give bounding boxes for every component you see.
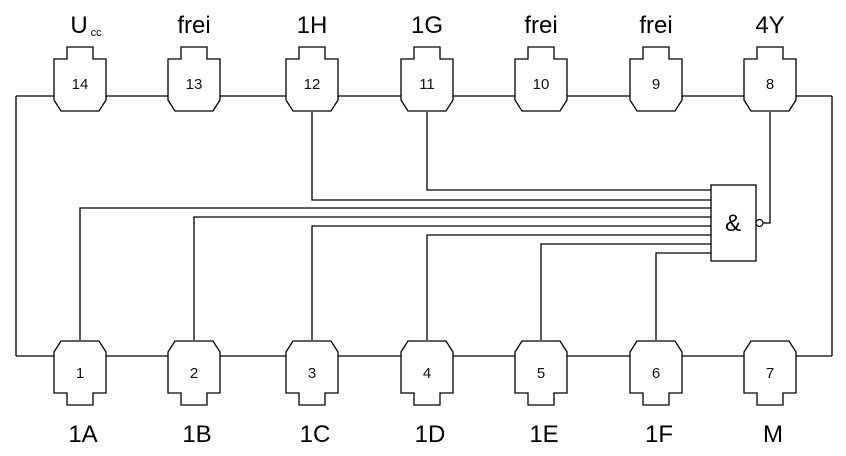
pin-12-label: 1H (297, 12, 328, 39)
bottom-pin-row: 1 1A 2 1B 3 1C 4 1D 5 1E 6 1F (53, 340, 797, 448)
pin-11-number: 11 (419, 76, 435, 93)
pin-6-body (629, 340, 683, 406)
pin-9: 9 frei (629, 12, 683, 112)
pin-10: 10 frei (514, 12, 568, 112)
wire-pin6-to-gate (655, 252, 711, 340)
pin-3: 3 1C (285, 340, 339, 448)
pin-9-body (629, 46, 683, 112)
pin-9-number: 9 (652, 76, 660, 93)
pin-14-label-subscript: cc (91, 27, 103, 39)
pin-12-body (285, 46, 339, 112)
pin-5-number: 5 (537, 365, 545, 382)
pin-3-label: 1C (300, 421, 331, 448)
pin-8-number: 8 (766, 76, 774, 93)
pin-4: 4 1D (400, 340, 454, 448)
inverter-bubble (755, 218, 764, 228)
wire-gate-output-to-pin8 (762, 112, 771, 224)
pin-9-label: frei (639, 12, 672, 39)
pin-7-number: 7 (766, 365, 774, 382)
pin-7: 7 M (743, 340, 797, 448)
pin-14-number: 14 (72, 76, 89, 93)
pin-3-number: 3 (308, 365, 316, 382)
pin-14-label-main: U (70, 12, 87, 39)
pin-8: 8 4Y (743, 12, 797, 112)
wire-pin12-to-gate (311, 112, 711, 201)
wire-pin2-to-gate (193, 216, 711, 340)
nand-gate: & (710, 184, 764, 262)
pin-13-label: frei (177, 12, 210, 39)
pin-1-label: 1A (68, 421, 97, 448)
pin-12: 12 1H (285, 12, 339, 112)
pin-10-label: frei (524, 12, 557, 39)
pin-1-number: 1 (76, 365, 84, 382)
pin-10-body (514, 46, 568, 112)
pin-6-number: 6 (652, 365, 660, 382)
gate-wiring (79, 112, 771, 340)
pin-13-number: 13 (186, 76, 203, 93)
wire-pin11-to-gate (426, 112, 711, 191)
pin-7-body (743, 340, 797, 406)
wire-pin5-to-gate (540, 243, 711, 340)
pin-1-body (53, 340, 107, 406)
pin-4-label: 1D (415, 421, 446, 448)
pin-2-body (167, 340, 221, 406)
pin-8-label: 4Y (755, 12, 784, 39)
pin-11-body (400, 46, 454, 112)
wire-pin4-to-gate (426, 234, 711, 340)
pin-6: 6 1F (629, 340, 683, 448)
pin-1: 1 1A (53, 340, 107, 448)
gate-body (710, 184, 757, 262)
wire-pin3-to-gate (311, 225, 711, 340)
pin-2-label: 1B (182, 421, 211, 448)
pin-14-body (53, 46, 107, 112)
pin-13: 13 frei (167, 12, 221, 112)
pin-2-number: 2 (190, 365, 198, 382)
pin-12-number: 12 (304, 76, 321, 93)
pin-10-number: 10 (533, 76, 550, 93)
pin-13-body (167, 46, 221, 112)
pin-2: 2 1B (167, 340, 221, 448)
pin-5-body (514, 340, 568, 406)
pin-6-label: 1F (645, 421, 673, 448)
pin-4-number: 4 (423, 365, 431, 382)
pin-5-label: 1E (529, 421, 558, 448)
wire-pin1-to-gate (79, 207, 711, 340)
pin-4-body (400, 340, 454, 406)
pin-3-body (285, 340, 339, 406)
pin-11-label: 1G (411, 12, 443, 39)
gate-symbol: & (725, 210, 741, 237)
pin-8-body (743, 46, 797, 112)
pin-7-label: M (763, 421, 783, 448)
pin-11: 11 1G (400, 12, 454, 112)
pin-5: 5 1E (514, 340, 568, 448)
